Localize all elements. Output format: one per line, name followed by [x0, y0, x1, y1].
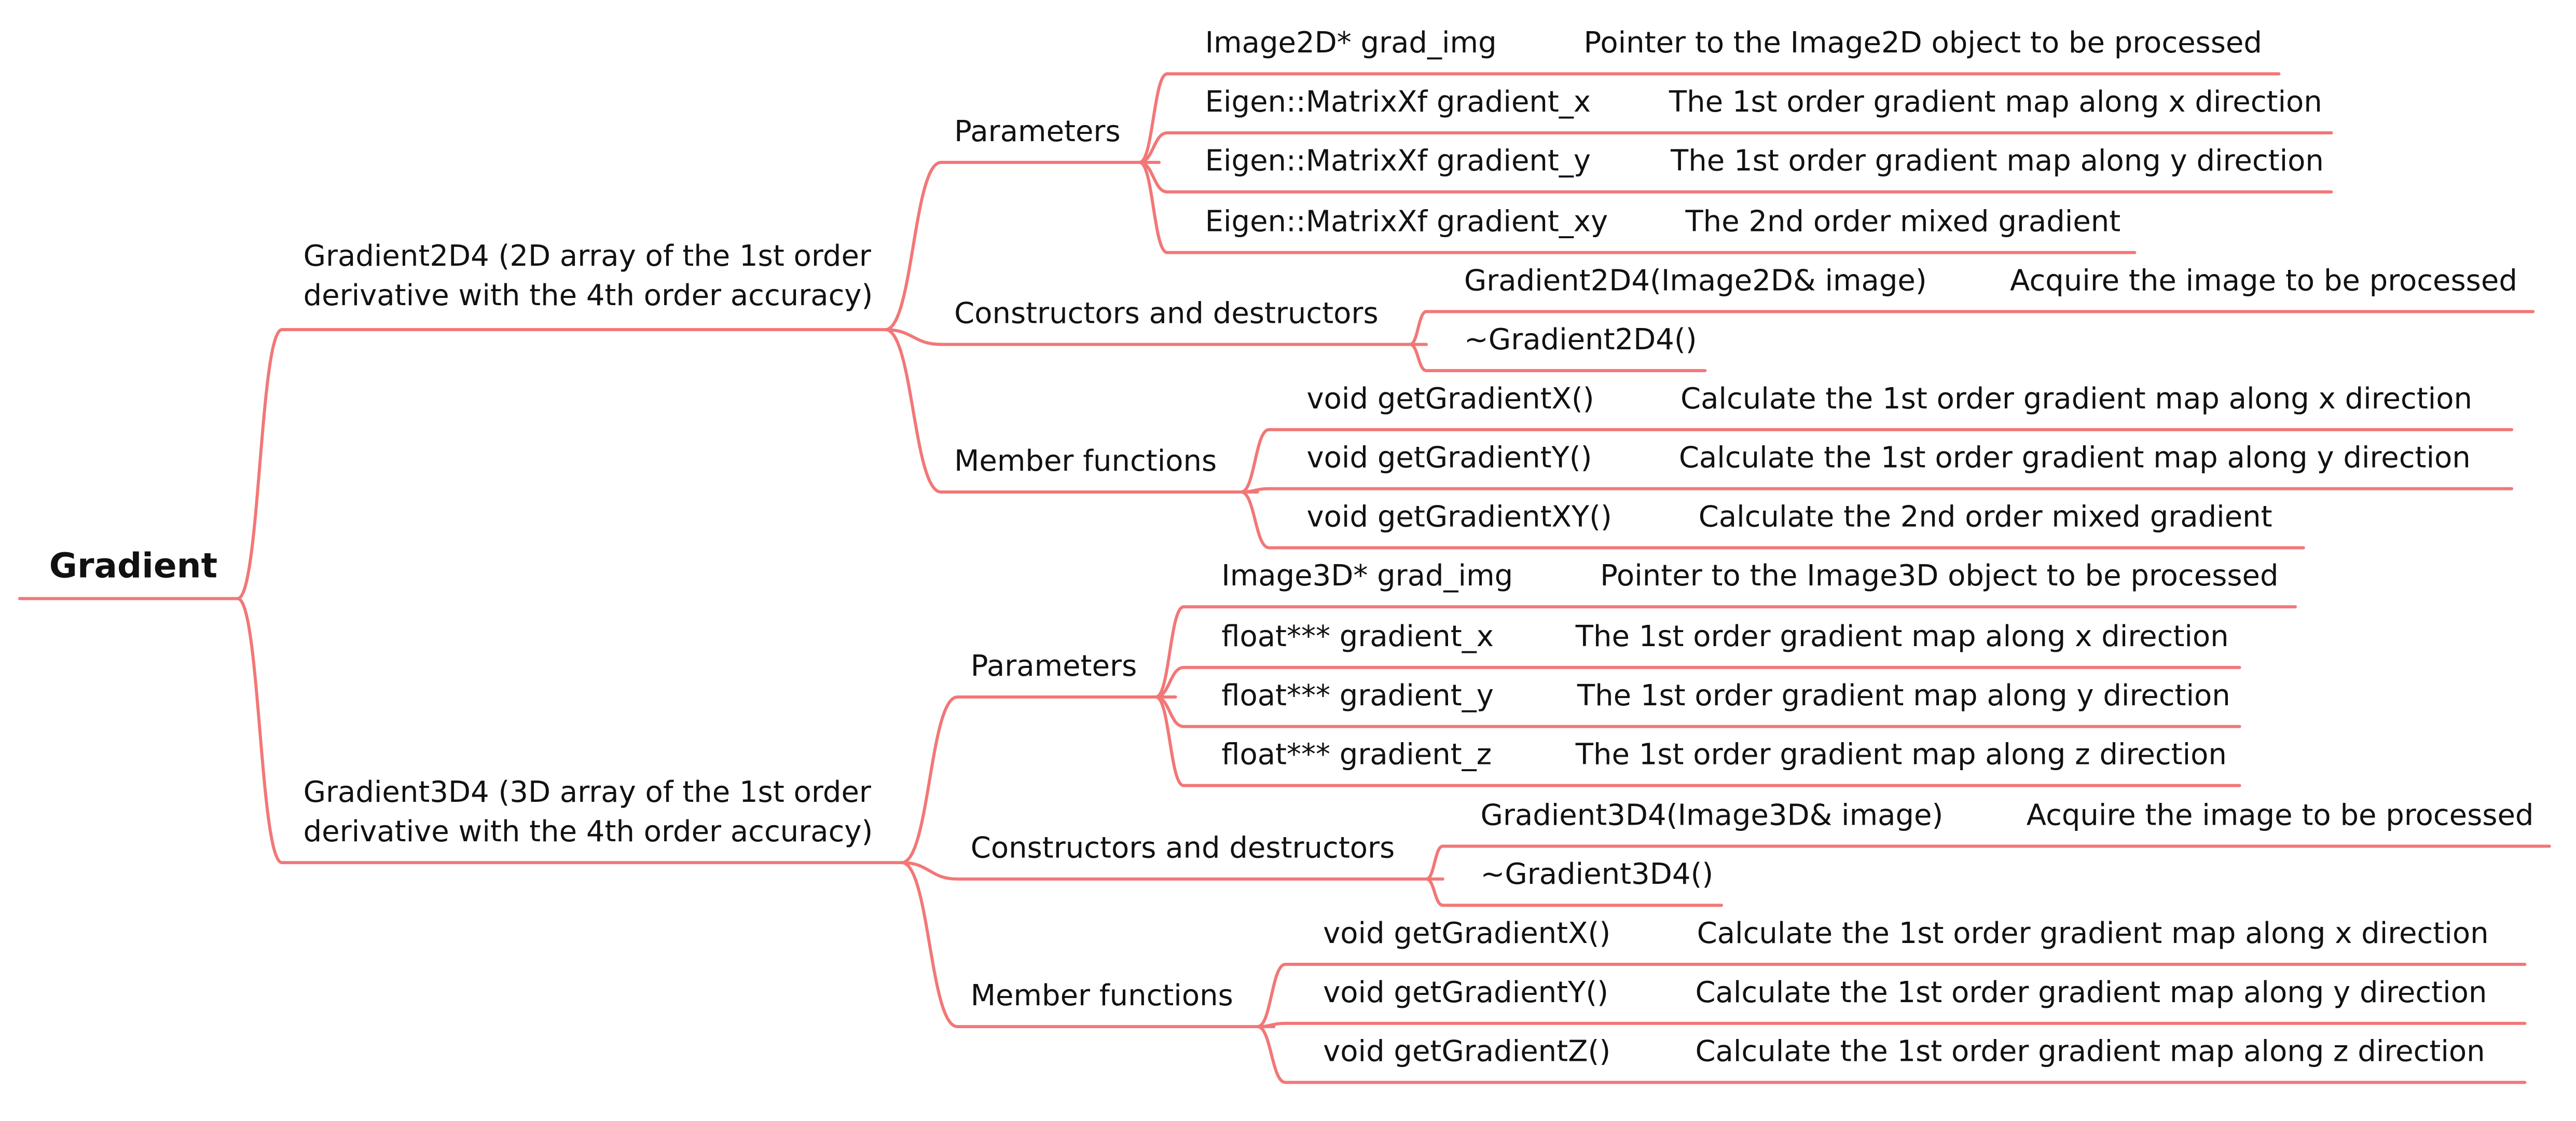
branch-link-level2	[900, 861, 959, 881]
branch-link-level1	[236, 328, 284, 600]
member-description-label: The 1st order gradient map along z direc…	[1575, 738, 2227, 772]
member-description-label: Pointer to the Image2D object to be proc…	[1584, 26, 2262, 60]
group-node-label: Constructors and destructors	[971, 831, 1395, 865]
branch-link-level3	[1256, 1025, 1287, 1084]
member-name-label: Gradient3D4(Image3D& image)	[1480, 798, 1943, 832]
member-description-label: Acquire the image to be processed	[2027, 798, 2534, 832]
branch-link-level1	[236, 597, 284, 865]
member-description-label: The 1st order gradient map along y direc…	[1577, 679, 2230, 713]
member-name-label: ~Gradient2D4()	[1464, 323, 1697, 357]
group-node-label: Member functions	[971, 979, 1233, 1013]
member-description-label: Acquire the image to be processed	[2010, 264, 2517, 297]
member-description-label: The 2nd order mixed gradient	[1685, 205, 2120, 239]
member-name-label: void getGradientY()	[1307, 441, 1592, 475]
group-node-label: Constructors and destructors	[954, 297, 1379, 331]
root-node-label: Gradient	[49, 545, 217, 585]
branch-link-level3	[1154, 666, 1186, 699]
member-description-label: Calculate the 1st order gradient map alo…	[1679, 441, 2471, 475]
group-node-label: Parameters	[954, 115, 1121, 148]
branch-link-level3	[1138, 131, 1169, 164]
member-name-label: float*** gradient_y	[1221, 679, 1494, 713]
member-name-label: void getGradientX()	[1323, 917, 1610, 950]
branch-link-level2	[884, 328, 943, 494]
branch-link-level2	[884, 160, 943, 332]
branch-link-level3	[1154, 605, 1186, 699]
member-description-label: Calculate the 2nd order mixed gradient	[1699, 500, 2272, 534]
member-name-label: ~Gradient3D4()	[1480, 857, 1713, 891]
class-node-label-line1: Gradient2D4 (2D array of the 1st order	[304, 239, 872, 273]
branch-link-level2	[900, 861, 959, 1029]
member-name-label: Eigen::MatrixXf gradient_y	[1205, 144, 1591, 178]
branch-link-level3	[1256, 963, 1287, 1029]
branch-link-level3	[1408, 310, 1428, 346]
class-node-label-line2: derivative with the 4th order accuracy)	[304, 279, 873, 312]
member-name-label: void getGradientZ()	[1323, 1035, 1610, 1069]
member-name-label: Eigen::MatrixXf gradient_x	[1205, 85, 1591, 119]
member-description-label: Calculate the 1st order gradient map alo…	[1695, 1035, 2485, 1069]
member-description-label: The 1st order gradient map along x direc…	[1575, 620, 2229, 653]
member-name-label: float*** gradient_x	[1221, 620, 1494, 653]
branch-link-level3	[1425, 844, 1444, 881]
class-node-label-line1: Gradient3D4 (3D array of the 1st order	[304, 775, 872, 809]
branch-link-level3	[1154, 695, 1186, 787]
member-description-label: The 1st order gradient map along y direc…	[1670, 144, 2324, 178]
member-description-label: The 1st order gradient map along x direc…	[1669, 85, 2322, 119]
branch-link-level3	[1239, 490, 1271, 550]
member-description-label: Calculate the 1st order gradient map alo…	[1695, 976, 2487, 1009]
branch-link-level3	[1425, 877, 1444, 907]
member-description-label: Calculate the 1st order gradient map alo…	[1680, 382, 2472, 416]
member-name-label: Image3D* grad_img	[1221, 559, 1513, 593]
branch-link-level2	[884, 328, 943, 346]
branch-link-level3	[1138, 160, 1169, 254]
branch-link-level3	[1408, 343, 1428, 373]
branch-link-level2	[900, 695, 959, 865]
member-name-label: void getGradientXY()	[1307, 500, 1612, 534]
member-description-label: Pointer to the Image3D object to be proc…	[1600, 559, 2278, 593]
class-node-label-line2: derivative with the 4th order accuracy)	[304, 815, 873, 849]
member-description-label: Calculate the 1st order gradient map alo…	[1697, 917, 2489, 950]
branch-link-level3	[1239, 428, 1271, 494]
member-name-label: Gradient2D4(Image2D& image)	[1464, 264, 1927, 297]
member-name-label: Image2D* grad_img	[1205, 26, 1497, 60]
group-node-label: Parameters	[971, 649, 1137, 683]
member-name-label: float*** gradient_z	[1221, 738, 1492, 772]
branch-link-level3	[1138, 72, 1169, 164]
member-name-label: Eigen::MatrixXf gradient_xy	[1205, 205, 1608, 239]
group-node-label: Member functions	[954, 444, 1217, 478]
member-name-label: void getGradientY()	[1323, 976, 1608, 1009]
member-name-label: void getGradientX()	[1307, 382, 1594, 416]
